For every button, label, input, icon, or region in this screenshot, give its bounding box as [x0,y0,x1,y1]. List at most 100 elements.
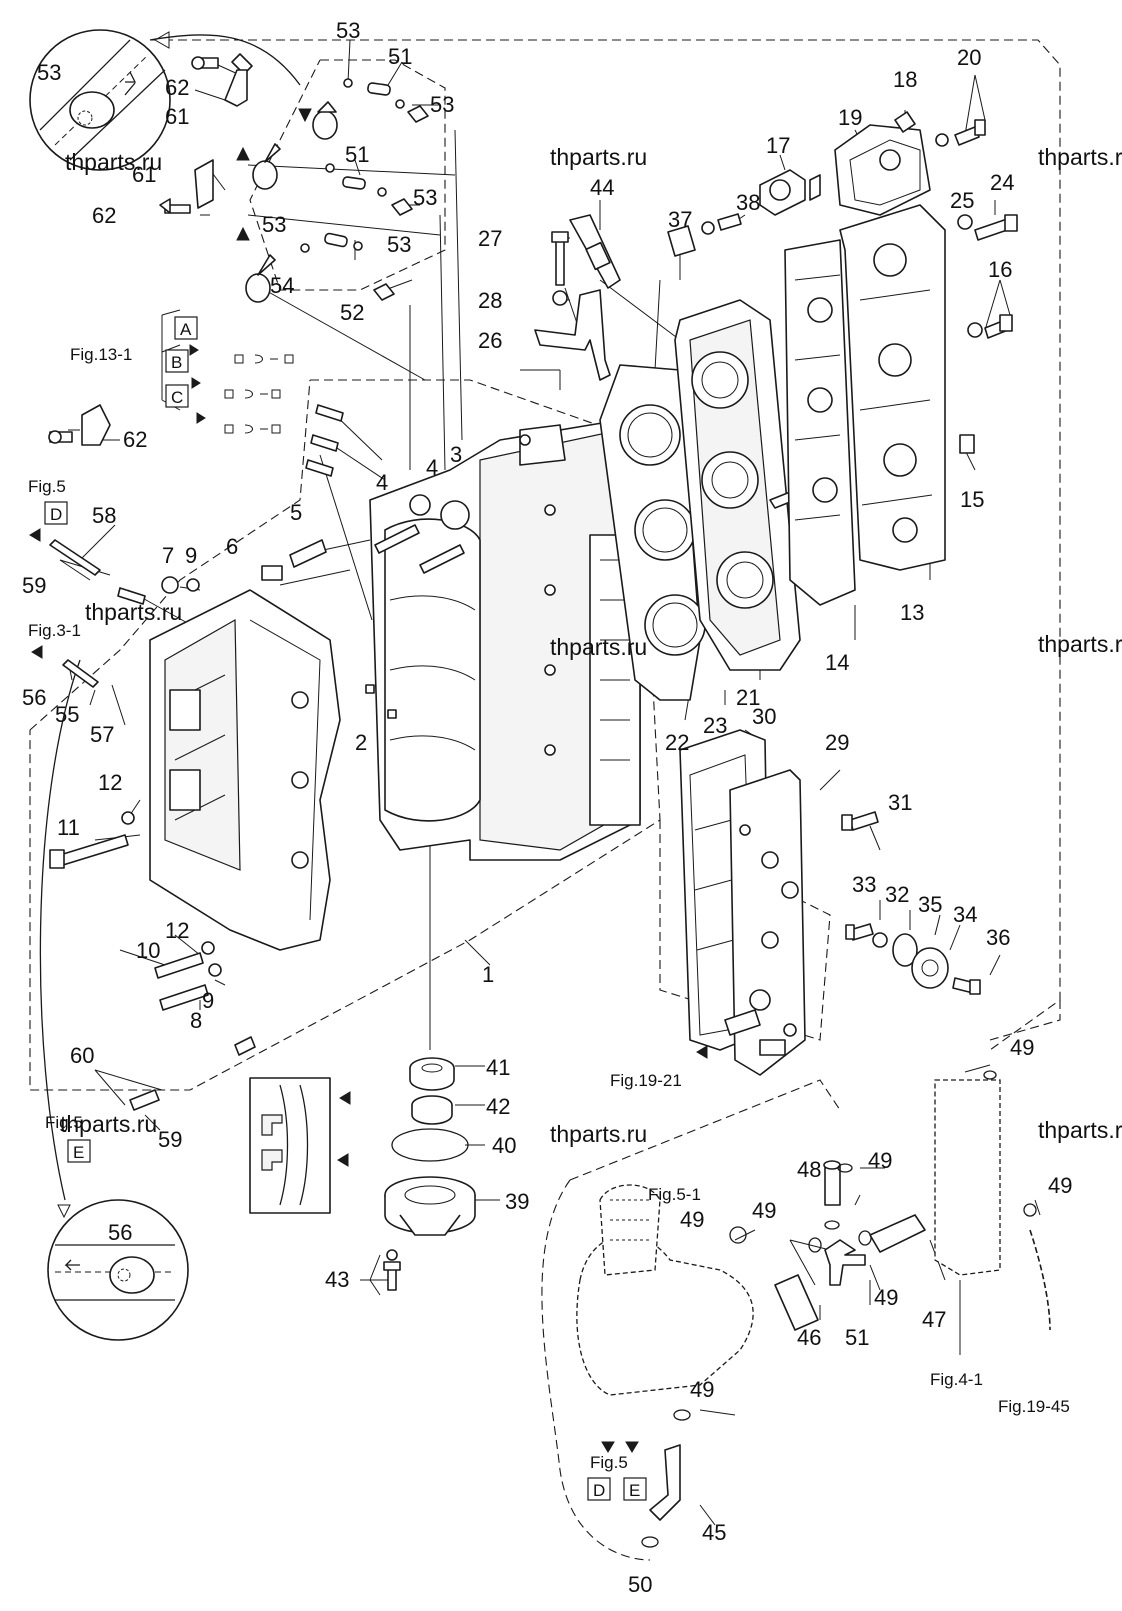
callout-number: 62 [123,427,147,452]
callout-number: 25 [950,188,974,213]
letter-box-d-top: D [50,505,62,524]
crankcase-half [149,589,341,951]
clamp-rings-49 [641,1070,1037,1548]
callout-number: 57 [90,722,114,747]
oil-seal-housing-39 [384,1176,476,1236]
callout-numbers: 1 2 3 4 4 5 6 7 8 9 9 10 11 12 12 13 14 … [22,18,1072,1597]
callout-number: 56 [22,685,46,710]
callout-number: 34 [953,902,977,927]
callout-number: 24 [990,170,1014,195]
callout-number: 11 [57,815,80,840]
thermo-parts-31-36 [841,811,981,995]
fig-19-21-ref: Fig.19-21 [610,1071,682,1090]
callout-number: 37 [668,207,692,232]
callout-number: 4 [376,470,388,495]
callout-number: 35 [918,892,942,917]
hoses-and-fittings [649,1079,1051,1521]
callout-number: 14 [825,650,849,675]
callout-number: 49 [874,1285,898,1310]
letter-box-a: A [180,320,192,339]
left-bolts [49,539,327,1111]
letter-box-c: C [171,388,183,407]
thermostat-cover [834,111,986,216]
callout-number: 53 [430,92,454,117]
callout-number: 56 [108,1220,132,1245]
watermark-text: thparts.ru [550,144,647,170]
oil-seal-41 [409,1057,455,1091]
callout-number: 49 [680,1207,704,1232]
callout-number: 28 [478,288,502,313]
callout-number: 51 [388,44,412,69]
callout-number: 51 [845,1325,869,1350]
bolt-24-25-16 [957,214,1018,454]
callout-number: 53 [262,212,286,237]
callout-number: 27 [478,226,502,251]
callout-number: 22 [665,730,689,755]
callout-number: 49 [1048,1173,1072,1198]
callout-number: 13 [900,600,924,625]
fig-3-1-ref: Fig.3-1 [28,621,81,640]
letter-box-d-bottom: D [593,1481,605,1500]
watermark-text: thparts.ru [60,1111,157,1137]
callout-number: 62 [92,203,116,228]
bolt-43 [383,1249,401,1291]
callout-number: 16 [988,257,1012,282]
watermark-text: thparts.ru [1038,631,1122,657]
callout-number: 45 [702,1520,726,1545]
callout-number: 40 [492,1133,516,1158]
letter-box-b: B [171,353,182,372]
exhaust-cover-29 [724,769,806,1076]
callout-number: 32 [885,882,909,907]
spark-plug-44 [569,214,621,289]
callout-number: 31 [888,790,912,815]
detail-circle-bottom [39,659,189,1341]
callout-number: 49 [1010,1035,1034,1060]
fig-5-top-ref: Fig.5 [28,477,66,496]
block-bolts [305,404,344,477]
watermark-text: thparts.ru [85,599,182,625]
bracket-26 [534,231,611,381]
callout-number: 59 [22,573,46,598]
sensor-17 [759,169,821,216]
callout-number: 39 [505,1189,529,1214]
callout-number: 33 [852,872,876,897]
callout-number: 49 [690,1377,714,1402]
callout-number: 46 [797,1325,821,1350]
top-small-parts [159,53,429,303]
figure-references: Fig.13-1 Fig.5 Fig.3-1 Fig.5 Fig.19-21 F… [28,345,1070,1472]
callout-number: 20 [957,45,981,70]
oil-seal-42 [411,1095,453,1125]
watermark-text: thparts.ru [550,1121,647,1147]
callout-number: 6 [226,534,238,559]
callout-number: 48 [797,1157,821,1182]
callout-number: 36 [986,925,1010,950]
cap-37 [667,225,696,257]
fig-19-45-ref: Fig.19-45 [998,1397,1070,1416]
watermarks: thparts.ru thparts.ru thparts.ru thparts… [60,144,1122,1147]
head-gasket [599,364,706,701]
callout-number: 47 [922,1307,946,1332]
callout-number: 4 [426,455,438,480]
fig-4-1-ref: Fig.4-1 [930,1370,983,1389]
head-cover [839,204,946,571]
callout-number: 1 [482,962,494,987]
bolt-38 [701,213,742,235]
callout-number: 18 [893,67,917,92]
callout-number: 54 [270,273,294,298]
callout-number: 53 [37,60,61,85]
callout-number: 12 [98,770,122,795]
direction-arrows [29,31,708,1453]
callout-number: 61 [132,162,156,187]
callout-number: 53 [336,18,360,43]
callout-number: 17 [766,133,790,158]
callout-number: 26 [478,328,502,353]
callout-number: 62 [165,75,189,100]
head-cover-gasket [784,239,856,606]
callout-number: 49 [752,1198,776,1223]
callout-number: 60 [70,1043,94,1068]
callout-number: 23 [703,713,727,738]
callout-number: 59 [158,1127,182,1152]
callout-number: 52 [340,300,364,325]
fig-13-1-ref: Fig.13-1 [70,345,132,364]
